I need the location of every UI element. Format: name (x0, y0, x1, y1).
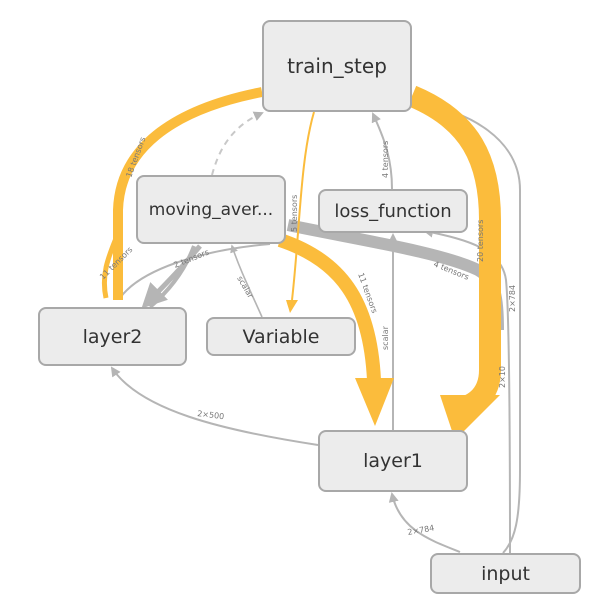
arrow-layer1-a (355, 378, 394, 426)
label-layer1-to-layer2: 2×500 (197, 409, 225, 421)
arrow-layer1-b (440, 395, 500, 440)
label-input-to-loss: 2×10 (498, 366, 507, 388)
label-train-to-variable: 5 tensors (290, 195, 299, 232)
node-moving-average[interactable]: moving_aver... (136, 175, 286, 244)
edge-moving-to-train-control (211, 111, 264, 176)
node-variable-label: Variable (242, 325, 320, 348)
node-layer1[interactable]: layer1 (318, 430, 468, 492)
label-input-to-train: 2×784 (508, 285, 517, 312)
edge-moving-to-layer2-main (141, 244, 202, 309)
edge-input-to-layer1 (388, 492, 461, 553)
node-input[interactable]: input (430, 553, 581, 594)
node-train-step[interactable]: train_step (262, 20, 412, 112)
label-train-to-layer2: 18 tensors (124, 136, 147, 179)
node-loss-function[interactable]: loss_function (318, 189, 468, 233)
edge-moving-to-layer1 (277, 233, 381, 381)
label-train-to-layer1: 20 tensors (476, 220, 485, 262)
edge-loss-to-train (371, 112, 393, 190)
edge-layer1-to-layer2 (110, 366, 319, 446)
edge-train-to-layer2 (113, 87, 263, 300)
node-layer2[interactable]: layer2 (38, 307, 187, 366)
arrow-variable (286, 300, 298, 313)
edge-variable-to-moving (230, 244, 263, 318)
node-input-label: input (481, 562, 530, 585)
edge-input-to-loss (423, 227, 511, 554)
node-moving-average-label: moving_aver... (148, 199, 274, 220)
label-moving-variable-scalar: scalar (235, 275, 255, 301)
edge-train-to-variable (291, 111, 315, 301)
label-layer1-to-loss: scalar (381, 325, 390, 350)
node-train-step-label: train_step (287, 54, 387, 78)
node-loss-function-label: loss_function (334, 200, 452, 222)
edge-moving-to-layer2 (119, 243, 271, 299)
node-layer1-label: layer1 (363, 450, 423, 472)
node-layer2-label: layer2 (82, 325, 143, 348)
node-variable[interactable]: Variable (206, 317, 356, 356)
label-loss-to-train: 4 tensors (381, 141, 390, 178)
edge-train-to-layer2-hook (101, 227, 123, 299)
